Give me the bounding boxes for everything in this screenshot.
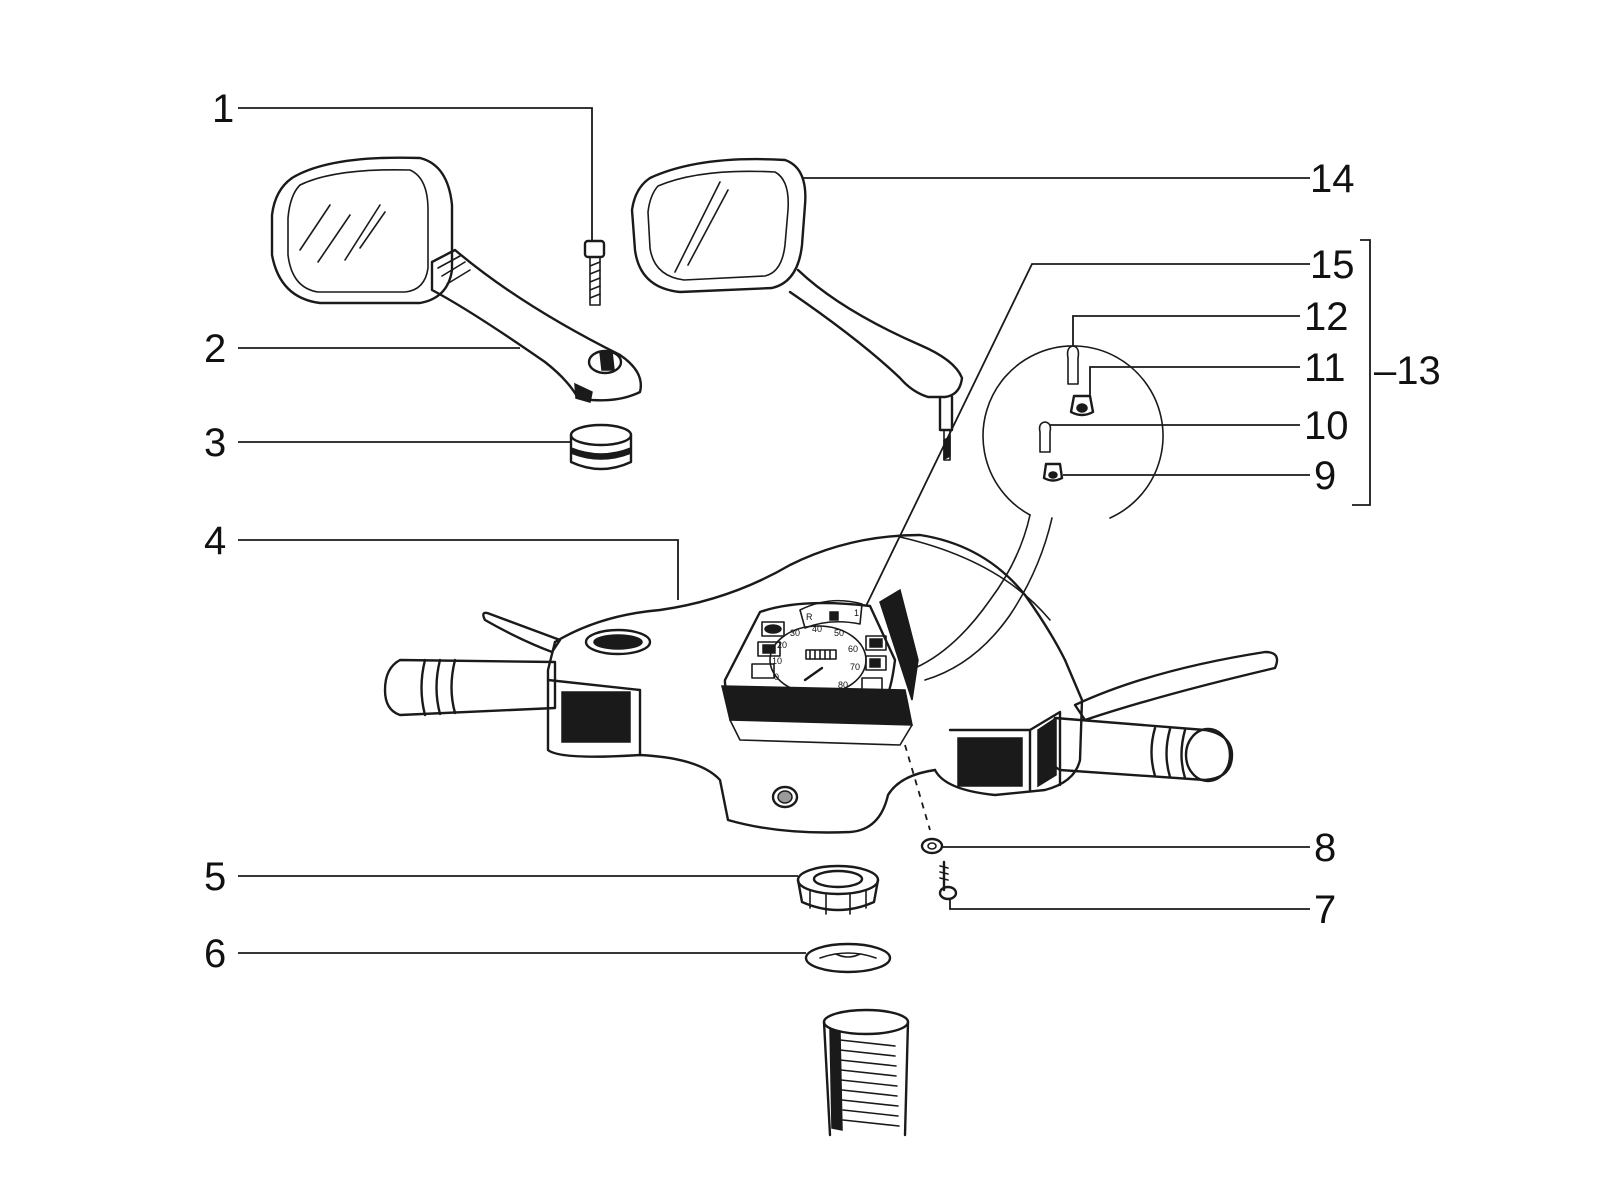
- speed-20: 20: [777, 640, 787, 650]
- ring-nut: [796, 864, 880, 915]
- speed-10: 10: [772, 656, 782, 666]
- fuel-mark-full: 1: [854, 608, 859, 618]
- callout-14: 14: [1310, 157, 1355, 201]
- steering-tube: [822, 1008, 910, 1137]
- right-mirror: [630, 157, 964, 461]
- callout-13: –13: [1374, 349, 1441, 393]
- callout-8: 8: [1314, 826, 1336, 870]
- callout-labels: 1 2 3 4 5 6 7 8 9 10 11 12 –13 14 15: [204, 87, 1441, 976]
- washer-and-screw: [904, 744, 958, 901]
- callout-12: 12: [1304, 295, 1349, 339]
- fuel-mark-reserve: R: [806, 612, 813, 622]
- right-grip-and-lever: [1043, 650, 1279, 783]
- left-grip-and-lever: [383, 611, 562, 717]
- speed-60: 60: [848, 644, 858, 654]
- speed-50: 50: [834, 628, 844, 638]
- bolt: [583, 239, 606, 306]
- callout-6: 6: [204, 932, 226, 976]
- left-mirror: [270, 156, 642, 403]
- rubber-ring: [569, 423, 633, 471]
- callout-10: 10: [1304, 404, 1349, 448]
- speed-70: 70: [850, 662, 860, 672]
- speed-80: 80: [838, 680, 848, 690]
- callout-2: 2: [204, 327, 226, 371]
- lock-washer: [804, 942, 892, 974]
- bulb-detail-callout: [914, 345, 1164, 681]
- speed-0: 0: [774, 672, 779, 682]
- callout-9: 9: [1314, 454, 1336, 498]
- leader-lines: [238, 107, 1371, 954]
- callout-15: 15: [1310, 243, 1355, 287]
- handlebar-cover: R 1 0 10 20 30 40 50 60 70 80: [546, 533, 1084, 834]
- speed-40: 40: [812, 624, 822, 634]
- callout-7: 7: [1314, 888, 1336, 932]
- callout-3: 3: [204, 421, 226, 465]
- callout-5: 5: [204, 855, 226, 899]
- callout-4: 4: [204, 519, 226, 563]
- speed-30: 30: [790, 628, 800, 638]
- callout-1: 1: [212, 87, 234, 131]
- callout-11: 11: [1304, 346, 1346, 390]
